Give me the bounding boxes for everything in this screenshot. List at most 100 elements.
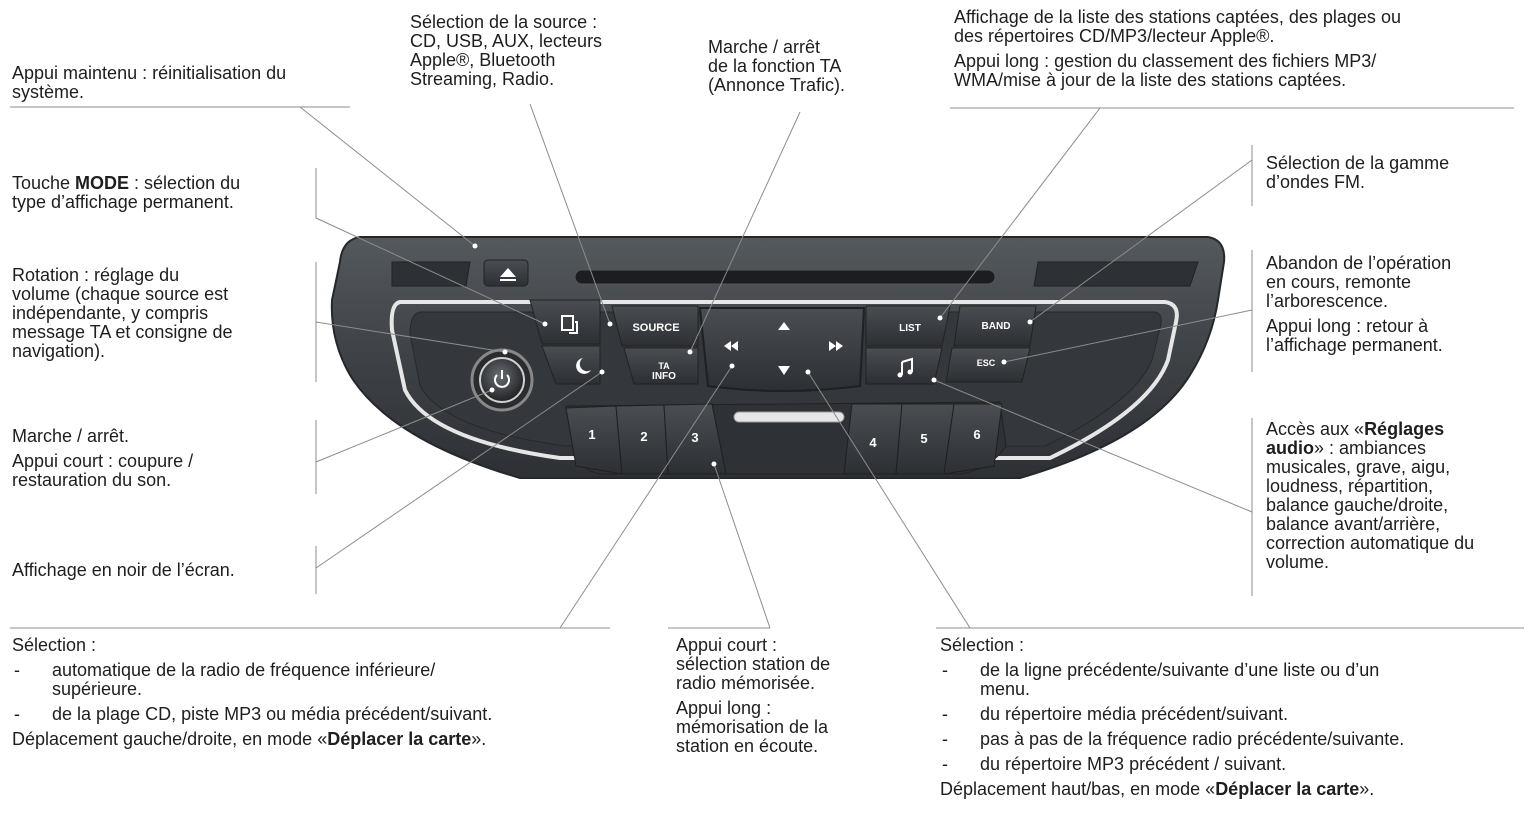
- preset-button-3: [663, 403, 727, 475]
- callout-ta-line: (Annonce Trafic).: [708, 75, 846, 95]
- callout-preset-line: sélection station de: [676, 654, 831, 674]
- callout-volume-line: volume (chaque source est: [12, 284, 229, 304]
- ta-button-label-top: TA: [658, 361, 670, 371]
- esc-button-label: ESC: [977, 358, 996, 368]
- preset-button-6: [943, 403, 1003, 475]
- callout-mute-line: restauration du son.: [12, 470, 172, 490]
- music-note-icon: [901, 357, 913, 375]
- callout-audio-key: audio: [1266, 438, 1314, 458]
- up-arrow-icon: [778, 322, 790, 330]
- cd-slot: [574, 269, 996, 285]
- callout-dark-line: Affichage en noir de l’écran.: [12, 560, 235, 580]
- preset-label-1: 1: [588, 427, 595, 442]
- callout-ta-line: Marche / arrêt: [708, 37, 821, 57]
- callout-list-line: Affichage de la liste des stations capté…: [954, 7, 1401, 27]
- callout-reset: Appui maintenu : réinitialisation du sys…: [12, 64, 362, 102]
- source-button-shape: [611, 305, 699, 347]
- callout-mode-key: MODE: [75, 173, 130, 193]
- preset-label-3: 3: [691, 430, 698, 445]
- callout-nav-item: du répertoire média précédent/suivant.: [940, 705, 1404, 725]
- callout-esc: Abandon de l’opération en cours, remonte…: [1266, 254, 1451, 355]
- callout-preset-line: Appui court :: [676, 635, 778, 655]
- callout-audio: Accès aux «Réglages audio» : ambiances m…: [1266, 420, 1474, 572]
- callout-list-line: des répertoires CD/MP3/lecteur Apple®.: [954, 26, 1275, 46]
- callout-volume: Rotation : réglage du volume (chaque sou…: [12, 266, 232, 361]
- right-slot-recess: [1033, 261, 1199, 287]
- display-mode-icon: [561, 315, 574, 331]
- callout-audio-line: volume.: [1266, 552, 1330, 572]
- callout-source-line: Streaming, Radio.: [410, 69, 555, 89]
- callout-esc-line: en cours, remonte: [1266, 272, 1412, 292]
- callout-audio-line: » : ambiances: [1314, 438, 1427, 458]
- callout-mode: Touche MODE : sélection du type d’affich…: [12, 174, 240, 212]
- callout-ta-line: de la fonction TA: [708, 56, 842, 76]
- list-button-label: LIST: [899, 323, 921, 334]
- callout-band-line: d’ondes FM.: [1266, 172, 1366, 192]
- preset-label-4: 4: [869, 435, 877, 450]
- callout-source-line: Apple®, Bluetooth: [410, 50, 556, 70]
- callout-audio-line: correction automatique du: [1266, 533, 1475, 553]
- callout-ta: Marche / arrêt de la fonction TA (Annonc…: [708, 38, 845, 95]
- night-button: [541, 345, 601, 385]
- callout-power: Marche / arrêt. Appui court : coupure / …: [12, 427, 193, 490]
- fast-forward-icon: [829, 341, 843, 351]
- rewind-icon: [724, 341, 738, 351]
- callout-nav-title: Sélection :: [940, 635, 1025, 655]
- callout-mute-line: Appui court : coupure /: [12, 451, 194, 471]
- callout-nav: Sélection : de la ligne précédente/suiva…: [940, 636, 1404, 799]
- callout-power-line: Marche / arrêt.: [12, 426, 130, 446]
- callout-seek-item: automatique de la radio de fréquence inf…: [12, 661, 492, 699]
- mode-button: [529, 299, 601, 345]
- callout-audio-line: loudness, répartition,: [1266, 476, 1434, 496]
- leader-dots: [472, 243, 1033, 467]
- callout-esc-long-line: l’affichage permanent.: [1266, 335, 1443, 355]
- callout-source: Sélection de la source : CD, USB, AUX, l…: [410, 13, 602, 89]
- callout-audio-key: Réglages: [1364, 419, 1445, 439]
- callout-preset: Appui court : sélection station de radio…: [676, 636, 830, 756]
- eject-icon: [500, 268, 516, 281]
- callout-volume-line: message TA et consigne de: [12, 322, 233, 342]
- callout-source-line: Sélection de la source :: [410, 12, 598, 32]
- callout-seek-move: Déplacement gauche/droite, en mode «Dépl…: [12, 729, 487, 749]
- callout-nav-item: pas à pas de la fréquence radio précéden…: [940, 730, 1404, 750]
- callout-seek-title: Sélection :: [12, 635, 97, 655]
- volume-knob: [479, 357, 525, 403]
- callout-seek-item: de la plage CD, piste MP3 ou média précé…: [12, 705, 492, 725]
- preset-label-2: 2: [640, 429, 647, 444]
- callout-mode-post: : sélection du: [129, 173, 241, 193]
- preset-label-5: 5: [920, 431, 927, 446]
- callout-esc-line: Abandon de l’opération: [1266, 253, 1452, 273]
- leader-lines: [10, 103, 1524, 629]
- callout-mode-line: type d’affichage permanent.: [12, 192, 234, 212]
- callout-mode-pre: Touche: [12, 173, 76, 193]
- callout-esc-long-line: Appui long : retour à: [1266, 316, 1429, 336]
- callout-volume-line: indépendante, y compris: [12, 303, 209, 323]
- ta-button-label-bottom: INFO: [652, 371, 676, 382]
- preset-center-chrome: [733, 411, 845, 423]
- down-arrow-icon: [778, 366, 790, 375]
- callout-audio-pre: Accès aux «: [1266, 419, 1365, 439]
- callout-audio-line: balance gauche/droite,: [1266, 495, 1449, 515]
- callout-nav-item: du répertoire MP3 précédent / suivant.: [940, 755, 1404, 775]
- callout-preset-line: station en écoute.: [676, 736, 819, 756]
- callout-list: Affichage de la liste des stations capté…: [954, 8, 1401, 90]
- navigation-pad: [698, 307, 866, 392]
- callout-nav-move: Déplacement haut/bas, en mode «Déplacer …: [940, 779, 1375, 799]
- callout-list-long-line: Appui long : gestion du classement des f…: [954, 51, 1377, 71]
- callout-preset-line: mémorisation de la: [676, 717, 829, 737]
- callout-dark: Affichage en noir de l’écran.: [12, 561, 235, 580]
- callout-source-line: CD, USB, AUX, lecteurs: [410, 31, 603, 51]
- callout-band: Sélection de la gamme d’ondes FM.: [1266, 154, 1449, 192]
- callout-reset-text: Appui maintenu : réinitialisation du sys…: [12, 63, 287, 102]
- callout-esc-line: l’arborescence.: [1266, 291, 1389, 311]
- callout-audio-line: musicales, grave, aigu,: [1266, 457, 1451, 477]
- left-slot-recess: [391, 261, 471, 287]
- callout-list-long-line: WMA/mise à jour de la liste des stations…: [954, 70, 1347, 90]
- callout-volume-line: Rotation : réglage du: [12, 265, 180, 285]
- callout-seek: Sélection : automatique de la radio de f…: [12, 636, 492, 749]
- callout-nav-item: de la ligne précédente/suivante d’une li…: [940, 661, 1404, 699]
- preset-label-6: 6: [973, 427, 980, 442]
- list-button-shape: [865, 305, 951, 347]
- source-button-label: SOURCE: [632, 322, 679, 334]
